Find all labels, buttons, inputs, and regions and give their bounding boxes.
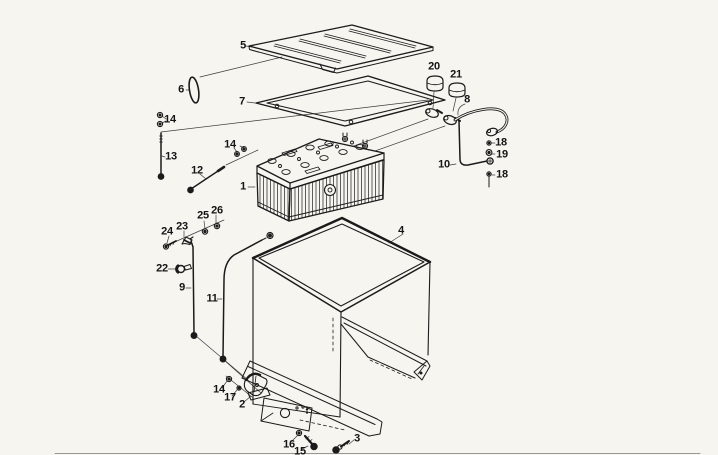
cap-part-21 [448, 82, 466, 98]
frame-part-7 [255, 75, 446, 127]
leader-lines [160, 45, 496, 450]
bottom-fasteners [295, 429, 350, 454]
rod-part-10 [458, 120, 494, 188]
part-label-21: 21 [450, 68, 462, 81]
part-label-3: 3 [354, 432, 360, 445]
part-label-14c: 14 [213, 383, 225, 396]
part-label-14b: 14 [224, 138, 236, 151]
part-label-13: 13 [165, 150, 177, 163]
part-label-16: 16 [283, 438, 295, 451]
clip-part-22 [175, 264, 192, 274]
part-label-2: 2 [239, 398, 245, 411]
part-label-4: 4 [398, 224, 404, 237]
box-part-4 [251, 216, 432, 418]
part-label-6: 6 [178, 83, 184, 96]
part-label-7: 7 [239, 95, 245, 108]
bracket-part-2 [225, 372, 271, 401]
part-label-8: 8 [464, 93, 470, 106]
nut-part-26 [213, 222, 221, 230]
part-label-26: 26 [211, 204, 223, 217]
part-label-23: 23 [176, 220, 188, 233]
nut-part-25 [201, 228, 209, 235]
part-label-15: 15 [294, 445, 306, 455]
part-label-1: 1 [240, 180, 246, 193]
rod-part-11 [219, 231, 274, 363]
part-label-22: 22 [156, 262, 168, 275]
rod-part-9 [189, 236, 198, 339]
cap-part-20 [426, 75, 444, 92]
lid-part-5 [248, 24, 434, 74]
part-label-5: 5 [240, 39, 246, 52]
battery-part-1 [256, 132, 385, 222]
part-label-11: 11 [206, 292, 218, 305]
seal-part-6 [188, 76, 200, 104]
part-label-18a: 18 [495, 136, 507, 149]
part-label-12: 12 [191, 164, 203, 177]
front-mounting-rail [241, 360, 383, 437]
part-label-10: 10 [438, 158, 450, 171]
part-label-14a: 14 [164, 113, 176, 126]
part-label-20: 20 [428, 60, 440, 73]
part-label-18b: 18 [496, 168, 508, 181]
part-label-19: 19 [496, 148, 508, 161]
rod-part-13 [156, 111, 165, 180]
cable-part-8 [425, 107, 509, 137]
part-label-9: 9 [179, 281, 185, 294]
part-label-24: 24 [161, 225, 173, 238]
rod-part-12 [187, 146, 247, 194]
bolt-part-24 [162, 240, 177, 250]
part-label-17: 17 [224, 391, 236, 404]
part-label-25: 25 [197, 209, 209, 222]
right-support-rail [332, 316, 431, 381]
